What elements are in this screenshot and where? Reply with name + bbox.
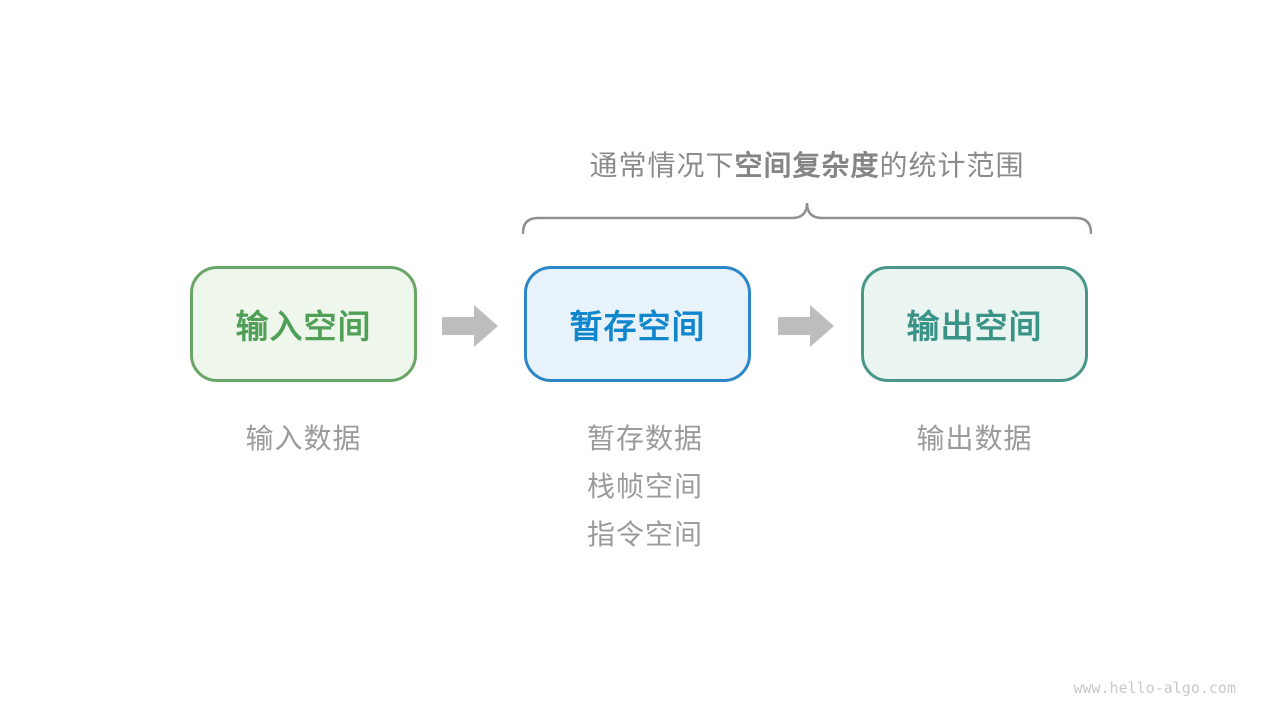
note-line: 指令空间 (587, 518, 704, 551)
watermark: www.hello-algo.com (1073, 679, 1236, 697)
scope-annotation: 通常情况下空间复杂度的统计范围 (589, 144, 1024, 184)
box-input-space-label: 输入空间 (235, 307, 372, 346)
temporary-space-notes: 暂存数据 栈帧空间 指令空间 (587, 415, 703, 559)
box-output-space-label: 输出空间 (906, 307, 1043, 346)
note-line: 输出数据 (916, 422, 1033, 455)
brace-icon (522, 202, 1092, 234)
annotation-prefix: 通常情况下 (589, 149, 735, 182)
right-arrow-icon (442, 305, 498, 347)
annotation-suffix: 的统计范围 (879, 149, 1025, 182)
note-line: 栈帧空间 (587, 470, 704, 503)
box-input-space: 输入空间 (190, 266, 417, 382)
input-space-notes: 输入数据 (190, 415, 417, 463)
output-space-notes: 输出数据 (861, 415, 1088, 463)
annotation-emphasis: 空间复杂度 (734, 149, 880, 182)
box-temporary-space: 暂存空间 (524, 266, 751, 382)
box-output-space: 输出空间 (861, 266, 1088, 382)
right-arrow-icon (778, 305, 834, 347)
note-line: 输入数据 (245, 422, 362, 455)
note-line: 暂存数据 (587, 422, 704, 455)
box-temporary-space-label: 暂存空间 (569, 307, 706, 346)
